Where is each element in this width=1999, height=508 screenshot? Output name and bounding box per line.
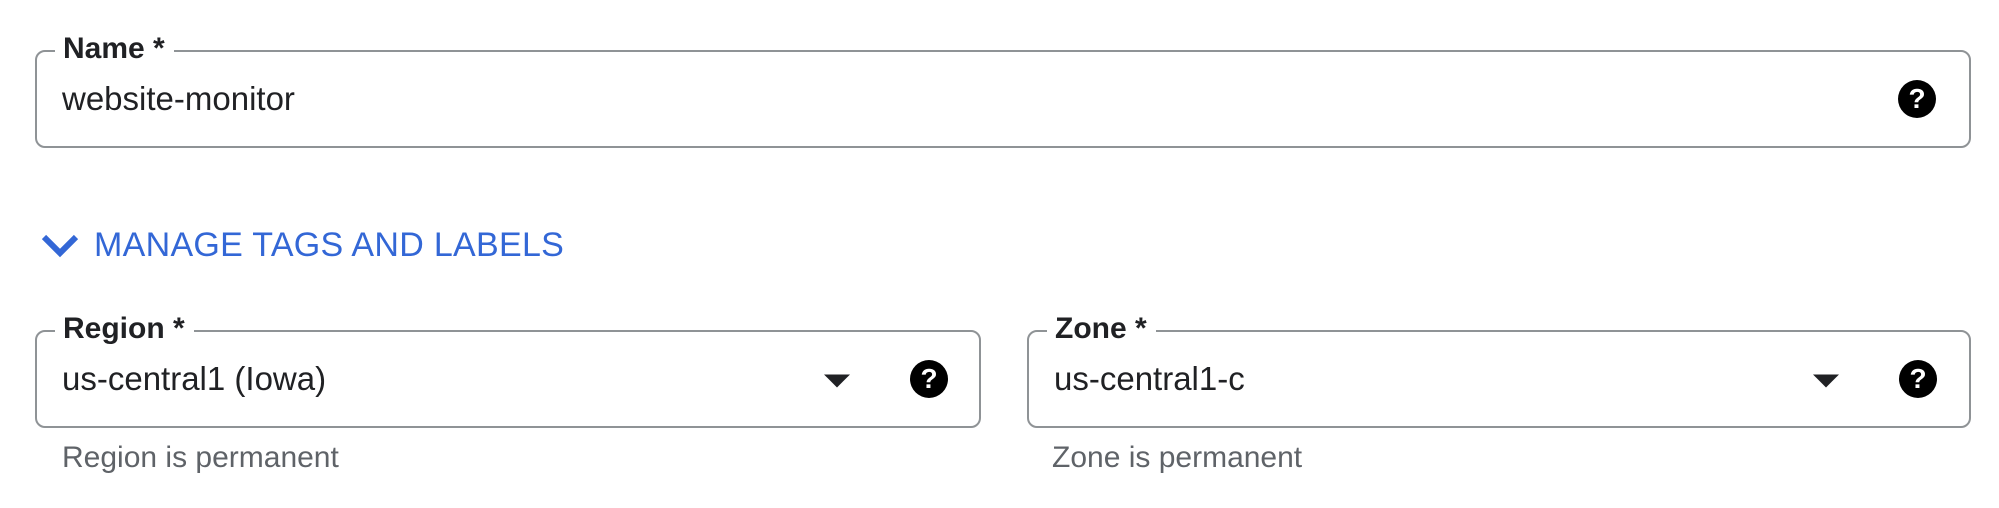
zone-select[interactable]: Zone * us-central1-c ?: [1027, 310, 1971, 428]
zone-label: Zone *: [1047, 310, 1156, 348]
help-icon[interactable]: ?: [910, 360, 948, 398]
region-value: us-central1 (Iowa): [62, 360, 327, 397]
dropdown-arrow-icon[interactable]: [1813, 374, 1839, 388]
zone-value: us-central1-c: [1054, 360, 1245, 397]
region-select[interactable]: Region * us-central1 (Iowa) ?: [35, 310, 981, 428]
chevron-down-icon: [40, 232, 80, 258]
help-icon[interactable]: ?: [1898, 80, 1936, 118]
name-input[interactable]: website-monitor: [62, 80, 295, 117]
region-label: Region *: [55, 310, 194, 348]
region-helper-text: Region is permanent: [62, 441, 339, 474]
name-field[interactable]: Name * website-monitor ?: [35, 30, 1971, 148]
dropdown-arrow-icon[interactable]: [824, 374, 850, 388]
manage-tags-and-labels-toggle[interactable]: MANAGE TAGS AND LABELS: [40, 222, 564, 268]
zone-helper-text: Zone is permanent: [1052, 441, 1303, 474]
manage-tags-and-labels-label: MANAGE TAGS AND LABELS: [94, 225, 565, 264]
help-icon[interactable]: ?: [1899, 360, 1937, 398]
name-label: Name *: [55, 30, 174, 68]
